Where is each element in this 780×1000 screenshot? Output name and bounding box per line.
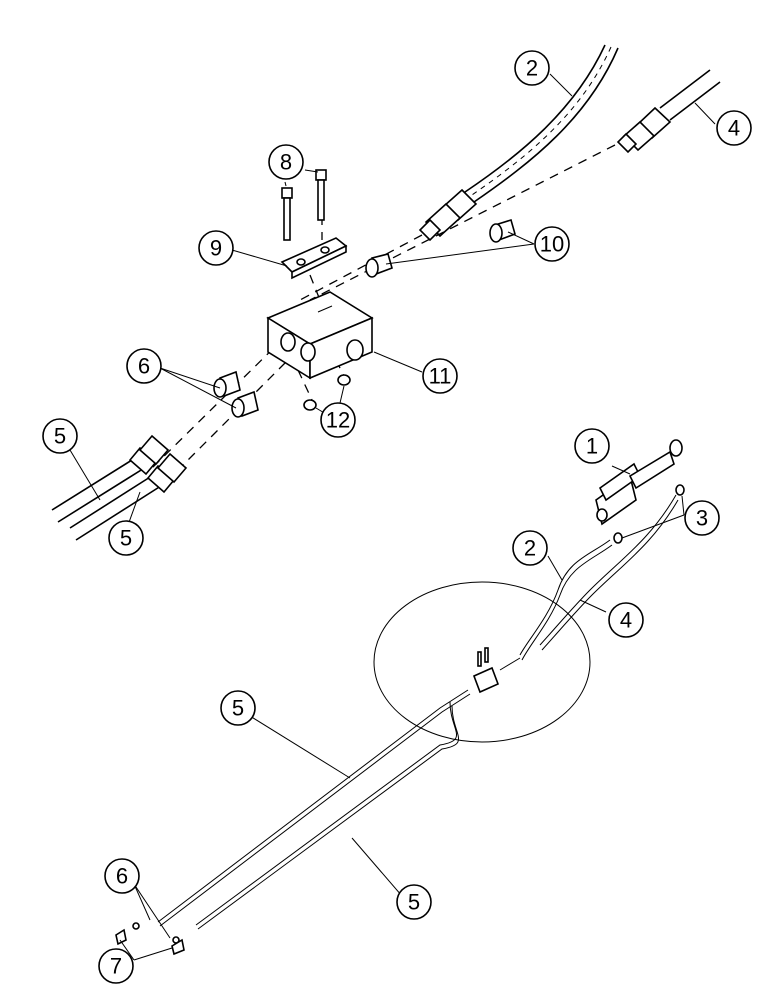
callout-label: 7	[110, 954, 122, 979]
callout-label: 11	[429, 364, 452, 389]
callout-label: 4	[728, 116, 740, 141]
assembly-centerlines	[149, 144, 616, 479]
hose-2-detail	[418, 44, 619, 242]
hoses-5-detail	[51, 434, 188, 541]
callout-2: 2	[512, 530, 548, 566]
callout-4: 4	[716, 110, 752, 146]
callout-5: 5	[42, 418, 78, 454]
callout-5: 5	[220, 690, 256, 726]
callout-label: 8	[280, 150, 292, 175]
callout-label: 9	[210, 236, 222, 261]
hose-2-overview	[519, 539, 613, 661]
callout-8: 8	[268, 144, 304, 180]
callout-5: 5	[108, 520, 144, 556]
callout-12: 12	[320, 402, 356, 438]
callout-7: 7	[98, 948, 134, 984]
nuts-12	[303, 374, 351, 411]
callout-label: 10	[540, 232, 564, 257]
callout-4: 4	[608, 602, 644, 638]
fittings-6-detail	[213, 370, 259, 418]
hoses-5-overview	[157, 689, 471, 930]
bolts-8	[281, 169, 327, 241]
valve-block-11	[266, 291, 374, 380]
callout-5: 5	[396, 884, 432, 920]
callout-3: 3	[684, 500, 720, 536]
callout-6: 6	[104, 858, 140, 894]
callout-10: 10	[534, 226, 570, 262]
callout-label: 2	[526, 56, 538, 81]
cylinder-1	[595, 439, 683, 526]
callout-6: 6	[126, 348, 162, 384]
callout-label: 5	[54, 424, 66, 449]
callout-label: 2	[524, 536, 536, 561]
plate-9	[280, 237, 348, 280]
callout-11: 11	[422, 358, 458, 394]
callout-label: 4	[620, 608, 632, 633]
callout-label: 5	[120, 526, 132, 551]
callout-label: 12	[326, 408, 350, 433]
callout-label: 5	[408, 890, 420, 915]
callout-label: 6	[116, 864, 128, 889]
valve-overview	[472, 647, 521, 694]
leader-lines	[69, 73, 716, 961]
hose-4-detail	[616, 69, 721, 154]
callout-1: 1	[574, 428, 610, 464]
callout-label: 6	[138, 354, 150, 379]
fittings-6-7-overview	[115, 922, 185, 956]
callout-label: 1	[586, 434, 598, 459]
callout-label: 3	[696, 506, 708, 531]
callout-9: 9	[198, 230, 234, 266]
detail-circle	[373, 581, 591, 743]
callout-2: 2	[514, 50, 550, 86]
fitting-10	[365, 218, 516, 278]
callout-label: 5	[232, 696, 244, 721]
